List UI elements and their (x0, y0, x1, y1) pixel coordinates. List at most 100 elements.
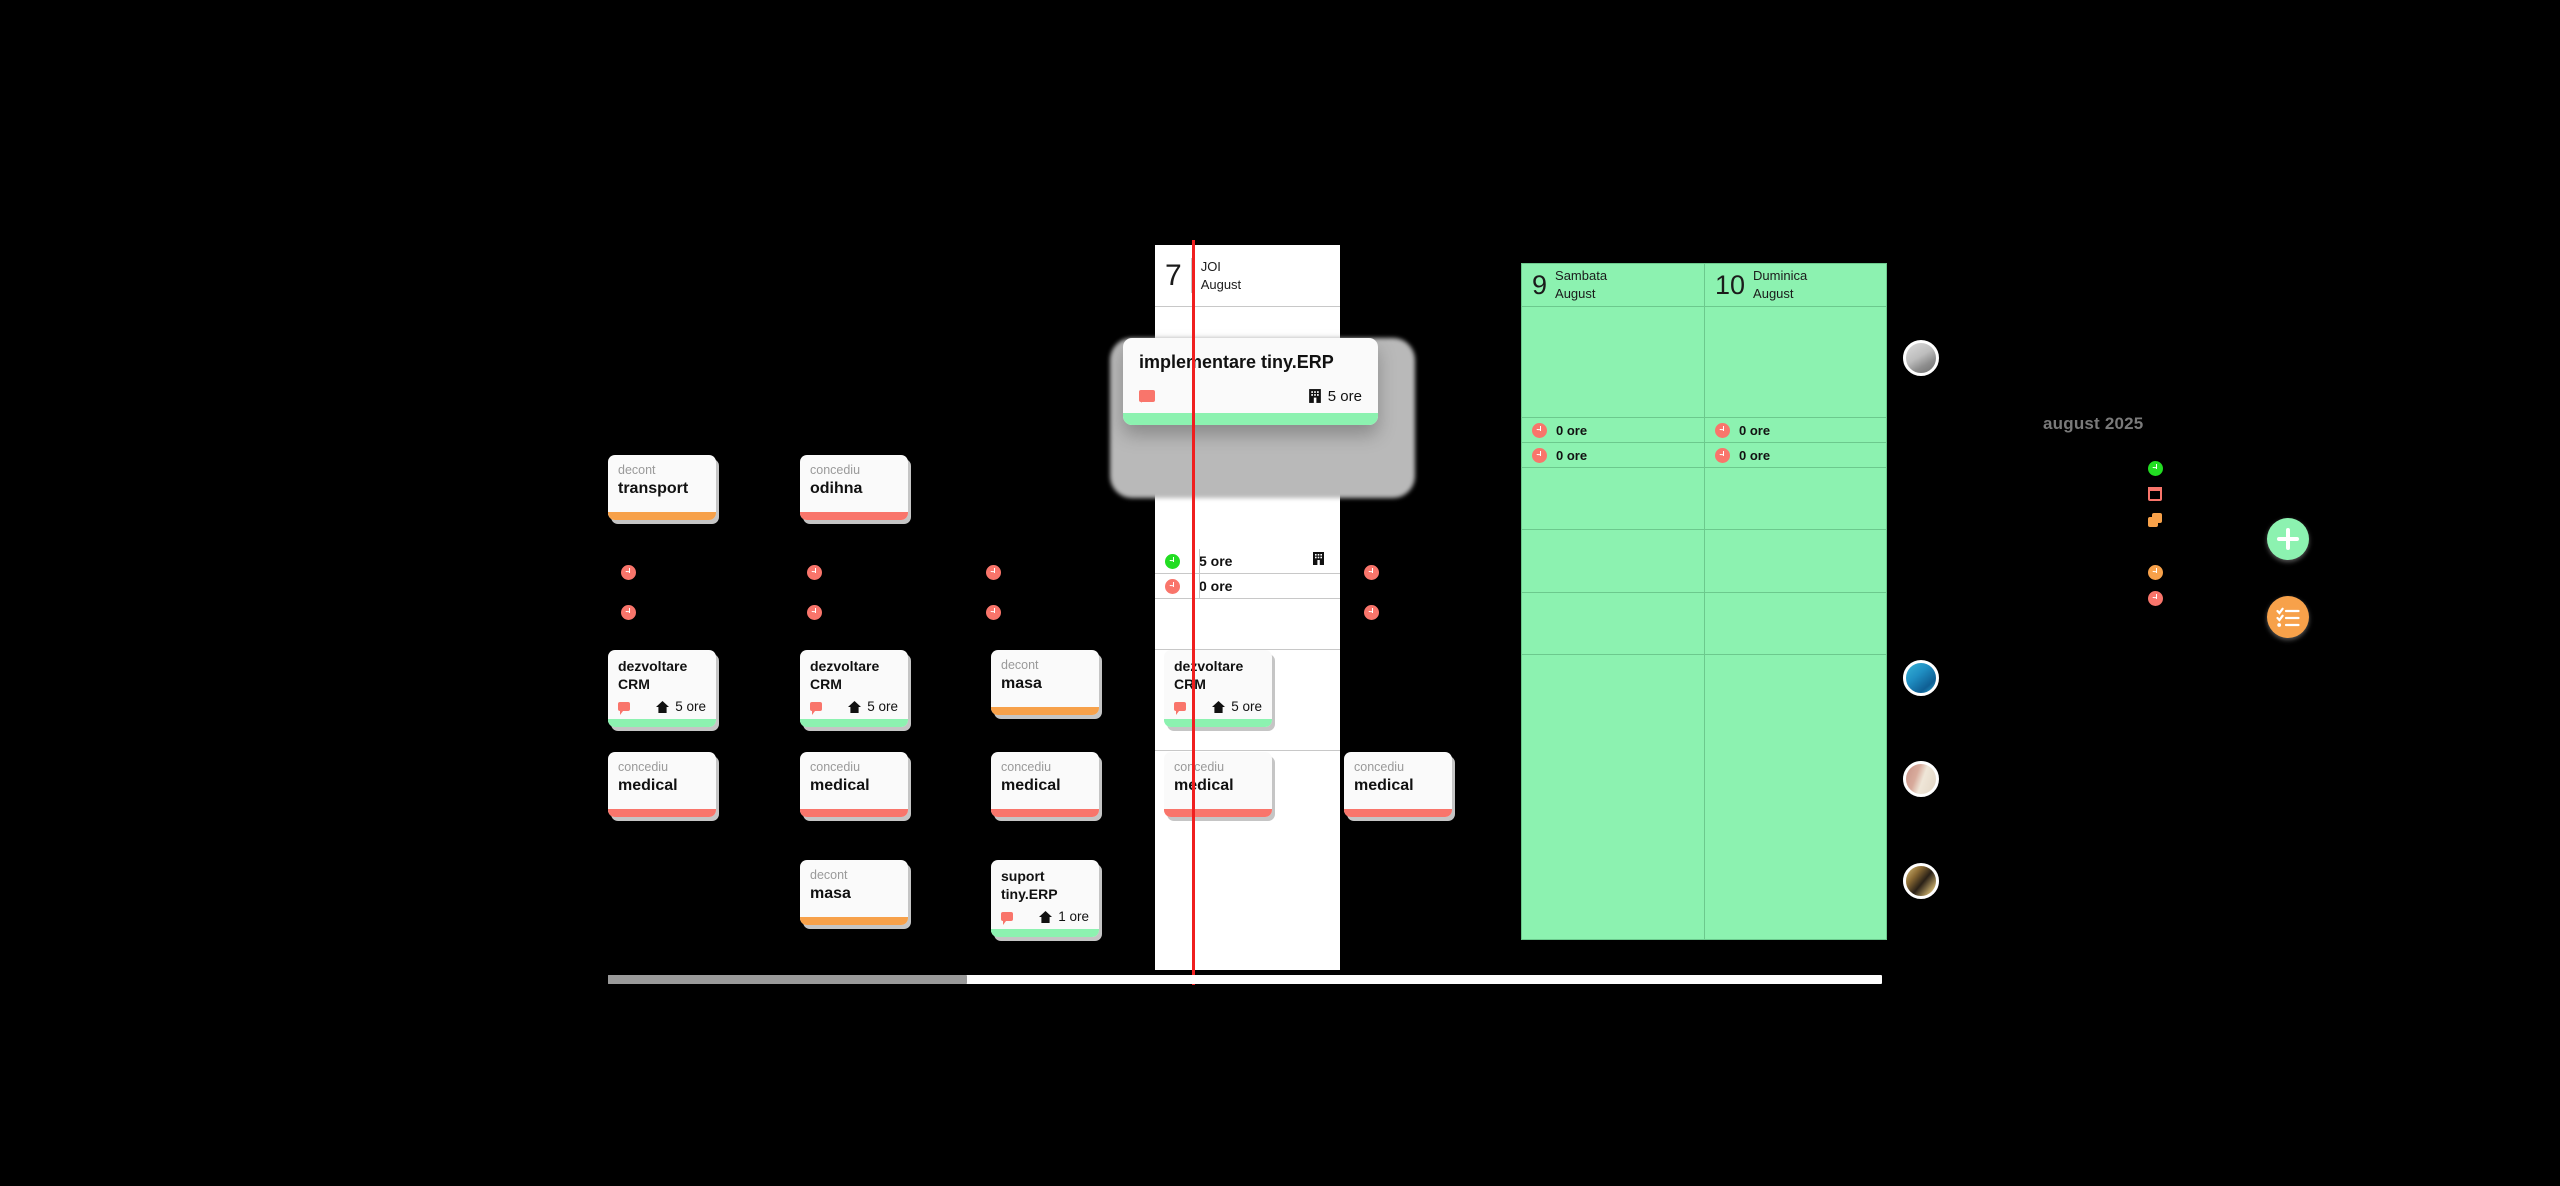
card-title: transport (618, 479, 689, 497)
comment-bubble-icon[interactable] (1001, 912, 1013, 925)
card-accent-bar (1164, 809, 1272, 818)
day-slot[interactable] (1705, 468, 1886, 530)
horizontal-scrollbar[interactable] (608, 975, 1882, 984)
list-button[interactable] (2267, 596, 2309, 638)
comment-bubble-icon[interactable] (1139, 390, 1155, 403)
divider (1199, 549, 1200, 573)
day-number: 7 (1165, 258, 1182, 292)
day-slot[interactable] (1705, 530, 1886, 593)
card-hours-value: 5 ore (1231, 699, 1262, 714)
card-meta: 5 ore (810, 699, 898, 715)
avatar-user-3[interactable] (1903, 761, 1939, 797)
card-kind: concediu (810, 463, 861, 477)
clock-red-icon (2148, 590, 2163, 606)
card-accent-bar (608, 809, 716, 818)
day-column-sunday[interactable]: 10 Duminica August 0 ore 0 ore (1704, 264, 1886, 939)
day-total-value: 0 ore (1556, 422, 1588, 438)
card-title: odihna (810, 479, 863, 497)
clock-red-icon (807, 565, 822, 580)
card-title: implementare tiny.ERP (1139, 352, 1334, 372)
card-title: medical (1001, 776, 1061, 794)
card-accent-bar (608, 719, 716, 727)
clock-red-icon (1364, 605, 1379, 620)
clock-red-icon (1715, 422, 1730, 438)
legend-item-expenses[interactable] (2148, 507, 2163, 533)
day-total-row: 0 ore (1522, 418, 1704, 443)
card-body: dezvoltare CRM 5 ore (1164, 650, 1272, 719)
legend-item-worked[interactable] (2148, 455, 2163, 481)
home-icon (656, 700, 670, 713)
day-cards-area[interactable] (1522, 307, 1704, 418)
comment-bubble-icon[interactable] (1174, 702, 1186, 715)
divider (1199, 574, 1200, 598)
comment-bubble-icon[interactable] (618, 702, 630, 715)
day-column-saturday[interactable]: 9 Sambata August 0 ore 0 ore (1522, 264, 1704, 939)
legend-item-absent[interactable] (2148, 585, 2163, 611)
office-icon (1312, 551, 1325, 571)
card-dezvoltare-crm-active[interactable]: dezvoltare CRM 5 ore (1164, 650, 1272, 727)
day-slot[interactable] (1522, 530, 1704, 593)
office-icon (1308, 389, 1321, 403)
day-slot[interactable] (1155, 599, 1340, 650)
day-slot[interactable] (1705, 593, 1886, 655)
clock-red-icon (1532, 447, 1547, 463)
card-concediu-medical-active[interactable]: concediu medical (1164, 752, 1272, 818)
card-accent-bar (800, 917, 908, 926)
scrollbar-thumb[interactable] (608, 975, 967, 984)
checklist-icon (2276, 607, 2300, 627)
legend-item-overtime[interactable] (2148, 559, 2163, 585)
clock-red-icon (986, 565, 1001, 580)
day-slot[interactable] (1522, 468, 1704, 530)
card-hours: 5 ore (656, 699, 706, 714)
avatar-user-1[interactable] (1903, 340, 1939, 376)
card-title: suport tiny.ERP (1001, 868, 1058, 902)
day-slot[interactable] (1522, 593, 1704, 655)
day-number: 10 (1715, 269, 1746, 300)
clock-red-icon (621, 605, 636, 620)
layers-icon (2148, 512, 2163, 528)
weekend-day-header: 10 Duminica August (1705, 264, 1886, 307)
weekend-day-header: 9 Sambata August (1522, 264, 1704, 307)
day-total-value: 5 ore (1199, 553, 1233, 569)
clock-orange-icon (2148, 564, 2163, 580)
comment-bubble-icon[interactable] (810, 702, 822, 715)
card-title: masa (1001, 674, 1042, 692)
card-accent-bar (991, 809, 1099, 818)
card-kind: concediu (810, 760, 861, 774)
card-hours-value: 5 ore (1327, 387, 1362, 405)
card-accent-bar (800, 809, 908, 818)
calendar-icon (2148, 487, 2162, 501)
card-accent-bar (991, 929, 1099, 937)
card-body: implementare tiny.ERP 5 ore (1123, 338, 1378, 413)
card-title: medical (1174, 776, 1234, 794)
day-slot[interactable] (1155, 650, 1340, 751)
card-accent-bar (1344, 809, 1452, 818)
add-button[interactable] (2267, 518, 2309, 560)
card-concediu-odihna[interactable]: concediu odihna (800, 455, 908, 521)
avatar-user-2[interactable] (1903, 660, 1939, 696)
card-accent-bar (800, 512, 908, 521)
day-cards-area[interactable] (1705, 307, 1886, 418)
dragged-card-implementare-tinyerp[interactable]: implementare tiny.ERP 5 ore (1123, 338, 1378, 425)
clock-red-icon (1165, 578, 1180, 594)
clock-red-icon (986, 605, 1001, 620)
card-accent-bar (1123, 412, 1378, 425)
avatar-user-4[interactable] (1903, 863, 1939, 899)
legend-item-leave[interactable] (2148, 481, 2163, 507)
